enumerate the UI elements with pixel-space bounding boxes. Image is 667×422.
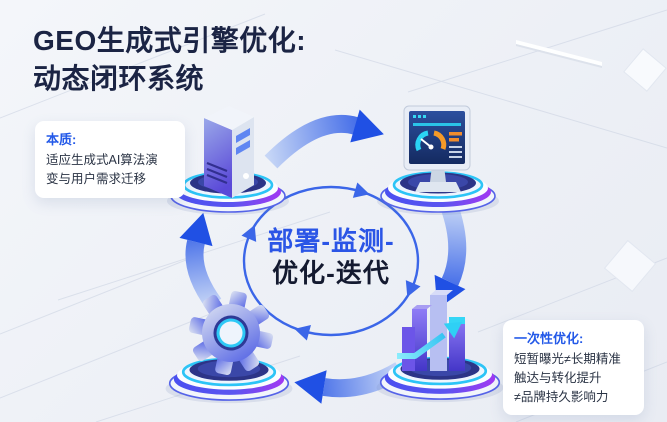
background-panels xyxy=(516,40,667,293)
page-title-line2: 动态闭环系统 xyxy=(33,63,205,95)
callout-essence-label: 本质: xyxy=(46,132,77,147)
callout-one-time-optimization: 一次性优化: 短暂曝光≠长期精准 触达与转化提升 ≠品牌持久影响力 xyxy=(503,320,644,416)
gear-icon xyxy=(188,290,274,376)
page-title-line1: GEO生成式引擎优化: xyxy=(33,25,307,56)
cycle-ring xyxy=(241,182,421,341)
arrow-deploy-to-monitor xyxy=(264,109,384,169)
page-title: GEO生成式引擎优化: 动态闭环系统 xyxy=(33,22,306,98)
callout-one-time-line: 触达与转化提升 xyxy=(514,370,602,385)
callout-one-time-line: 短暂曝光≠长期精准 xyxy=(514,352,621,366)
dashboard-monitor-icon xyxy=(403,105,471,192)
cycle-center-label: 部署-监测- 优化-迭代 xyxy=(239,225,423,289)
arrow-optimize-to-deploy xyxy=(179,212,222,310)
bar-chart-growth-icon xyxy=(397,290,465,371)
callout-one-time-label: 一次性优化: xyxy=(514,331,584,346)
cycle-label-line1: 部署-监测- xyxy=(267,226,395,256)
callout-essence-line: 变与用户需求迁移 xyxy=(46,171,147,186)
callout-essence-line: 适应生成式AI算法演 xyxy=(46,153,158,167)
callout-one-time-line: ≠品牌持久影响力 xyxy=(514,389,609,404)
cycle-label-line2: 优化-迭代 xyxy=(272,258,390,288)
server-icon xyxy=(204,106,254,198)
callout-essence: 本质: 适应生成式AI算法演 变与用户需求迁移 xyxy=(35,121,185,198)
